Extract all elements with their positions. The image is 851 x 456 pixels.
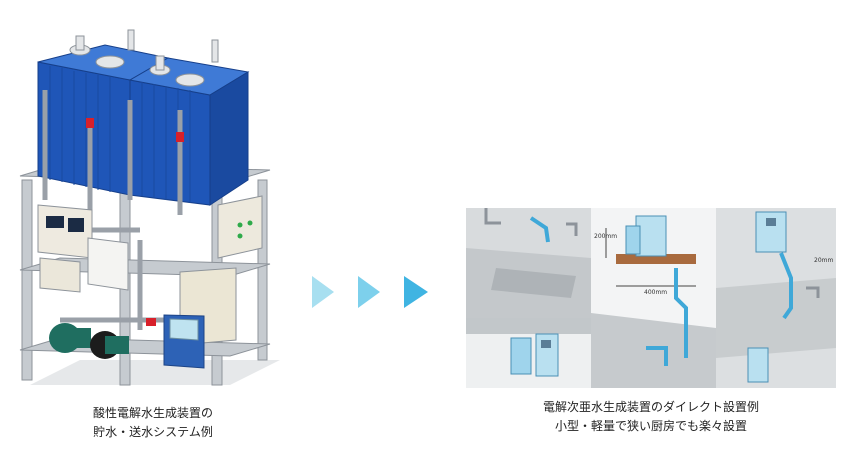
control-panel <box>37 204 93 259</box>
dimension-width-label: 400mm <box>644 289 667 296</box>
pumps <box>49 323 129 359</box>
kitchen-installation-illustration: 200mm 400mm 20mm <box>466 208 836 388</box>
generator-unit <box>163 267 237 369</box>
left-caption-line1: 酸性電解水生成装置の <box>92 406 213 420</box>
right-caption: 電解次亜水生成装置のダイレクト設置例 小型・軽量で狭い厨房でも楽々設置 <box>506 398 796 436</box>
arrow-right-icon <box>358 276 380 308</box>
panel-top-left <box>466 208 591 318</box>
storage-system-illustration <box>19 29 280 386</box>
arrow-right-icon <box>312 276 334 308</box>
arrow-right-icon <box>404 276 428 308</box>
arrow-sequence <box>312 276 428 308</box>
dimension-height-label: 200mm <box>594 233 617 240</box>
panel-center <box>591 208 716 388</box>
electrical-box <box>217 195 263 259</box>
red-valves <box>86 118 184 326</box>
right-caption-line2: 小型・軽量で狭い厨房でも楽々設置 <box>554 419 747 433</box>
left-caption-line2: 貯水・送水システム例 <box>93 425 213 439</box>
dimension-side-label: 20mm <box>814 257 833 264</box>
panel-bottom-left <box>466 318 591 388</box>
right-caption-line1: 電解次亜水生成装置のダイレクト設置例 <box>542 400 759 414</box>
left-caption: 酸性電解水生成装置の 貯水・送水システム例 <box>78 404 228 442</box>
panel-right <box>716 208 836 388</box>
tank-caps <box>69 29 219 87</box>
